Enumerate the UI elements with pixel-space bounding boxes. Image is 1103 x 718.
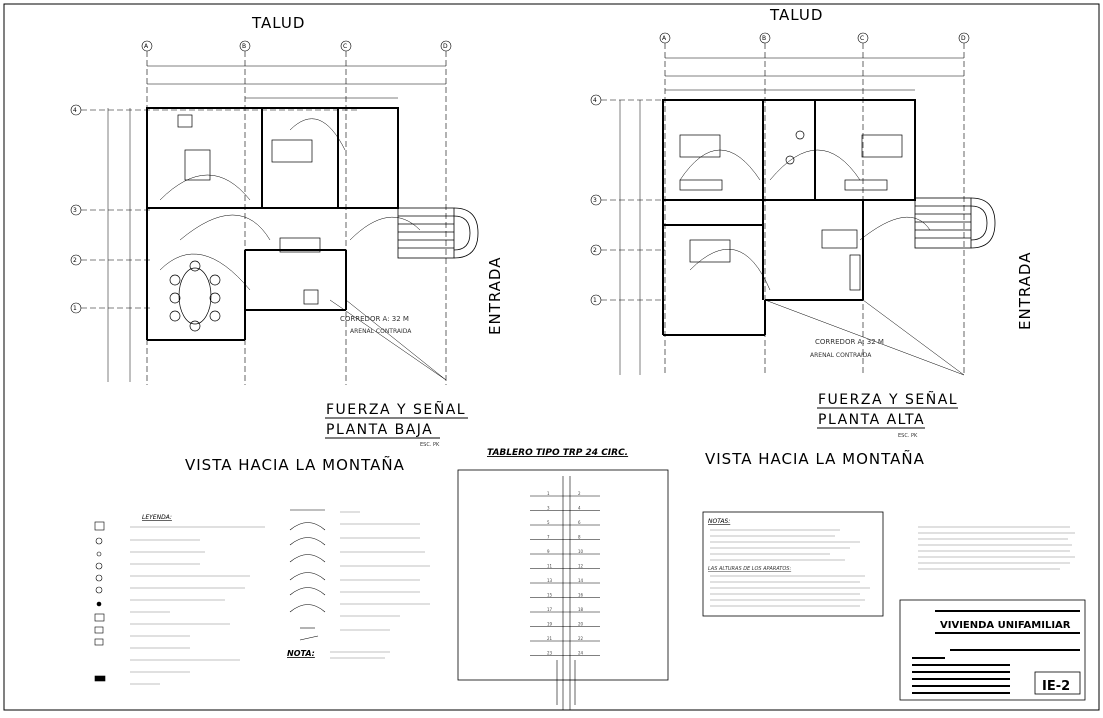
axis-label-B-right: B (762, 35, 766, 42)
axis-label-D-right: D (961, 35, 966, 42)
legend-symbols (94, 521, 106, 682)
panel-circuit-right: 20 (578, 622, 584, 627)
talud-label-left: TALUD (251, 14, 305, 32)
panel-circuit-left: 9 (547, 549, 550, 554)
panel-circuit-left: 7 (547, 535, 550, 540)
general-notes-text (918, 526, 1075, 570)
axis-label-D-left: D (443, 43, 448, 50)
axis-label-1-right: 1 (593, 297, 597, 304)
panel-circuit-right: 2 (578, 491, 581, 496)
plan-planta-baja: TALUD A B C D 4 3 2 1 (70, 14, 504, 474)
talud-label-right: TALUD (769, 6, 823, 24)
stair-left (397, 207, 479, 259)
axis-label-4-left: 4 (73, 107, 77, 114)
vista-label-right: VISTA HACIA LA MONTAÑA (705, 449, 925, 468)
plan-left-scale: ESC. PK (420, 442, 440, 448)
panel-circuit-right: 4 (578, 506, 581, 511)
plan-left-title-1: FUERZA Y SEÑAL (326, 401, 466, 418)
sheet-border (3, 3, 1100, 711)
panel-circuit-left: 3 (547, 506, 550, 511)
panel-title: TABLERO TIPO TRP 24 CIRC. (487, 448, 628, 458)
legend-block: LEYENDA: (94, 509, 430, 685)
wiring-arcs-left (159, 118, 447, 381)
column-axes-right (659, 32, 970, 375)
panel-circuit-right: 24 (578, 651, 584, 656)
furniture-right (679, 130, 903, 291)
notes-lines (710, 529, 870, 607)
plan-planta-alta: TALUD A B C D 4 3 2 1 (590, 6, 1034, 468)
panel-circuit-right: 16 (578, 593, 584, 598)
plan-left-title-2: PLANTA BAJA (326, 422, 433, 438)
corredor-label-right: CORREDOR A: 32 M (815, 338, 884, 346)
panel-circuit-left: 21 (547, 636, 553, 641)
legend-nota: NOTA: (287, 649, 315, 658)
arenal-label-left: ARENAL CONTRAIDA (350, 328, 412, 335)
panel-circuit-left: 1 (547, 491, 550, 496)
axis-label-4-right: 4 (593, 97, 597, 104)
panel-circuit-left: 19 (547, 622, 553, 627)
legend-title: LEYENDA: (142, 514, 172, 521)
legend-text-lines (130, 526, 265, 685)
panel-circuit-right: 12 (578, 564, 584, 569)
wiring-arcs-right (679, 149, 965, 376)
project-title: VIVIENDA UNIFAMILIAR (940, 620, 1071, 631)
legend-wire-symbols (289, 509, 326, 641)
panel-circuit-right: 6 (578, 520, 581, 525)
panel-circuit-left: 17 (547, 607, 553, 612)
dimension-lines-left (107, 65, 446, 382)
title-block: VIVIENDA UNIFAMILIAR IE-2 (899, 599, 1086, 701)
entrada-label-right: ENTRADA (1016, 252, 1034, 330)
plan-right-title-2: PLANTA ALTA (818, 412, 925, 428)
panel-circuit-left: 5 (547, 520, 550, 525)
plan-right-scale: ESC. PK (898, 433, 918, 439)
axis-label-2-right: 2 (593, 247, 597, 254)
panel-circuit-right: 14 (578, 578, 584, 583)
panel-circuit-left: 13 (547, 578, 553, 583)
vista-label-left: VISTA HACIA LA MONTAÑA (185, 455, 405, 474)
panel-circuit-right: 22 (578, 636, 584, 641)
corredor-label-left: CORREDOR A: 32 M (340, 315, 409, 323)
dimension-lines-right (619, 57, 964, 375)
axis-label-C-right: C (860, 35, 864, 42)
plan-right-title-1: FUERZA Y SEÑAL (818, 391, 958, 408)
panel-circuit-left: 15 (547, 593, 553, 598)
title-block-rows (912, 657, 1010, 694)
furniture-left (169, 114, 321, 332)
legend-wire-text (340, 511, 430, 631)
axis-label-B-left: B (242, 43, 246, 50)
notes-block: NOTAS: LAS ALTURAS DE LOS APARATOS: (702, 511, 1075, 617)
sheet-number: IE-2 (1042, 679, 1070, 694)
panel-circuit-right: 8 (578, 535, 581, 540)
row-axes-right (590, 94, 665, 306)
walls-left (146, 107, 399, 341)
stair-right (914, 197, 996, 249)
axis-label-3-left: 3 (73, 207, 77, 214)
axis-label-C-left: C (343, 43, 347, 50)
entrada-label-left: ENTRADA (486, 257, 504, 335)
row-axes-left (70, 104, 360, 314)
axis-label-A-left: A (144, 43, 149, 50)
arenal-label-right: ARENAL CONTRAIDA (810, 352, 872, 359)
walls-right (662, 99, 916, 336)
panel-circuit-right: 18 (578, 607, 584, 612)
axis-label-A-right: A (662, 35, 667, 42)
notes-subtitle: LAS ALTURAS DE LOS APARATOS: (708, 566, 791, 572)
notes-title: NOTAS: (708, 518, 730, 525)
panel-circuit-left: 23 (547, 651, 553, 656)
axis-label-2-left: 2 (73, 257, 77, 264)
panel-circuit-left: 11 (547, 564, 553, 569)
axis-label-1-left: 1 (73, 305, 77, 312)
axis-label-3-right: 3 (593, 197, 597, 204)
panel-circuit-right: 10 (578, 549, 584, 554)
